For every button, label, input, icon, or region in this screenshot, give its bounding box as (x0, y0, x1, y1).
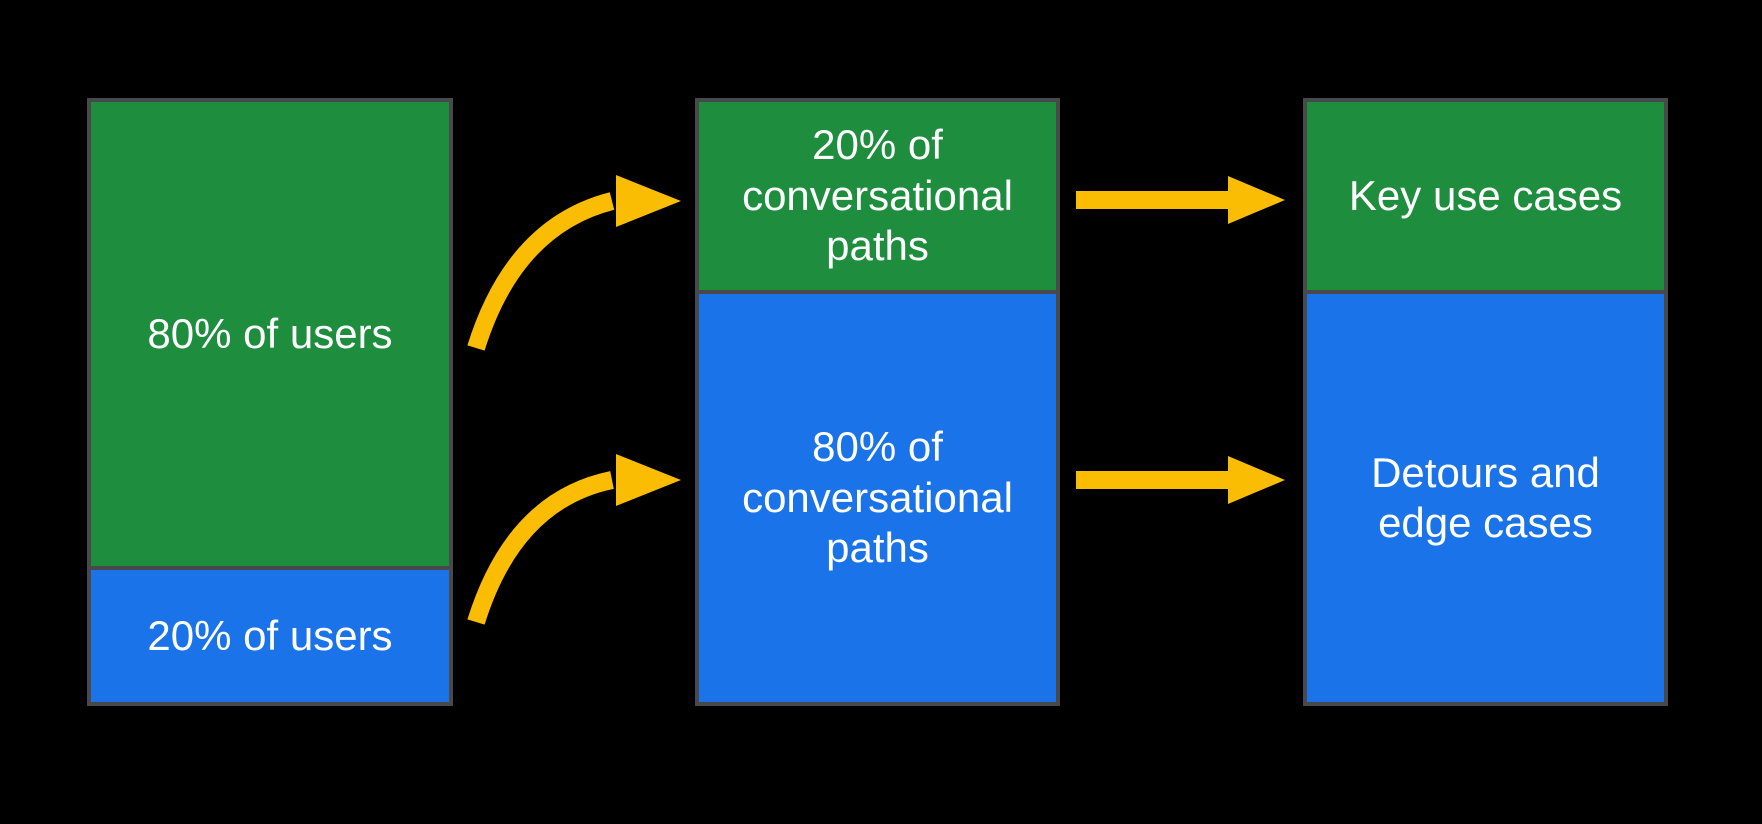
segment-users-majority: 80% of users (91, 102, 449, 566)
conversational-paths-bar: 20% of conversational paths 80% of conve… (695, 98, 1060, 706)
curved-arrow-bottom-shaft (467, 471, 614, 625)
straight-arrow-bottom-head (1228, 456, 1285, 504)
straight-arrow-top-head (1228, 176, 1285, 224)
segment-paths-key: 20% of conversational paths (699, 102, 1056, 290)
curved-arrow-top-shaft (467, 192, 615, 351)
straight-arrow-top-icon (1076, 176, 1285, 224)
straight-arrow-bottom-icon (1076, 456, 1285, 504)
curved-arrow-top-icon (467, 175, 681, 351)
paths-long-tail-label: 80% of conversational paths (742, 423, 1013, 572)
segment-detours-edge-cases: Detours and edge cases (1307, 289, 1664, 702)
key-use-cases-label: Key use cases (1348, 171, 1623, 219)
detours-edge-cases-label: Detours and edge cases (1371, 448, 1600, 546)
segment-key-use-cases: Key use cases (1307, 102, 1664, 290)
users-minority-label: 20% of users (147, 611, 393, 659)
users-majority-label: 80% of users (147, 309, 393, 357)
outcomes-bar: Key use cases Detours and edge cases (1303, 98, 1668, 706)
curved-arrow-bottom-head (616, 454, 681, 506)
curved-arrow-top-head (616, 175, 681, 227)
segment-paths-long-tail: 80% of conversational paths (699, 289, 1056, 702)
users-bar: 80% of users 20% of users (87, 98, 453, 706)
curved-arrow-bottom-icon (467, 454, 681, 625)
segment-users-minority: 20% of users (91, 565, 449, 702)
paths-key-label: 20% of conversational paths (742, 121, 1013, 270)
